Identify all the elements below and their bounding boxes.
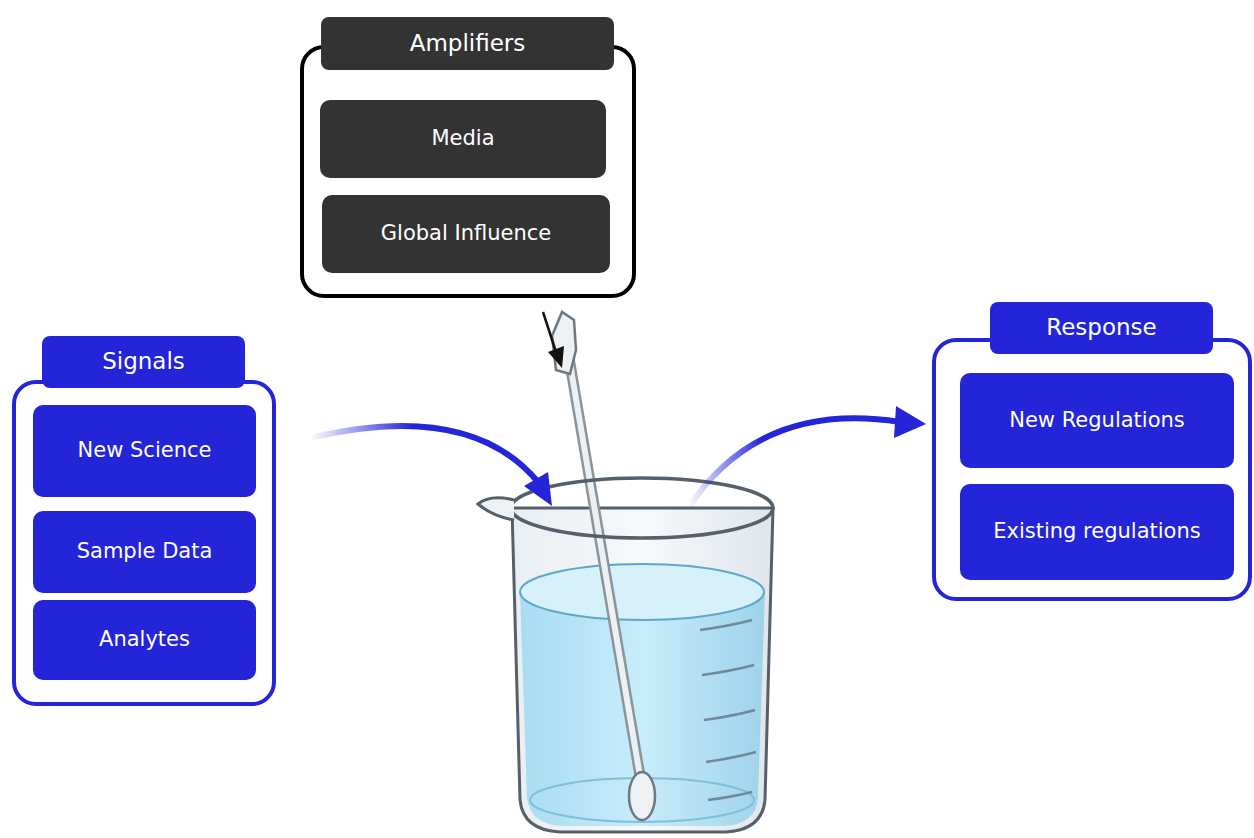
water-surface [520,564,764,620]
item-box: Global Influence [322,195,610,273]
group-title: Amplifiers [410,29,526,59]
item-label: Existing regulations [993,518,1200,545]
group-box: ResponseNew RegulationsExisting regulati… [932,338,1252,601]
group-title: Response [1046,313,1156,343]
item-box: Analytes [33,600,256,680]
item-label: Media [431,125,494,152]
item-box: Existing regulations [960,484,1234,580]
item-label: Analytes [99,626,190,653]
arrow-head [524,472,552,506]
beaker-body [512,508,773,832]
stirring-rod [566,340,641,782]
group-title: Signals [102,347,185,377]
arrow-head [548,346,564,368]
group-box: SignalsNew ScienceSample DataAnalytes [12,380,276,706]
item-box: New Science [33,405,256,497]
group-box: AmplifiersMediaGlobal Influence [300,45,636,298]
beaker-spout [478,498,514,520]
item-label: Global Influence [381,220,551,247]
item-label: New Science [78,437,212,464]
rod-paddle [552,312,576,374]
item-box: Media [320,100,606,178]
item-box: Sample Data [33,511,256,593]
group-tab: Amplifiers [321,17,614,70]
arrow-head [894,406,926,438]
group-tab: Signals [42,336,245,388]
item-label: New Regulations [1009,407,1185,434]
response-arrow [688,418,900,508]
group-tab: Response [990,302,1213,354]
beaker-rim [511,478,773,538]
rod-spoon [629,772,655,820]
amplifier-arrow [543,312,556,352]
graduations [700,620,756,800]
water [520,592,765,826]
item-label: Sample Data [77,538,213,565]
signal-arrow [310,426,538,482]
item-box: New Regulations [960,373,1234,468]
stirring-rod [566,340,641,782]
